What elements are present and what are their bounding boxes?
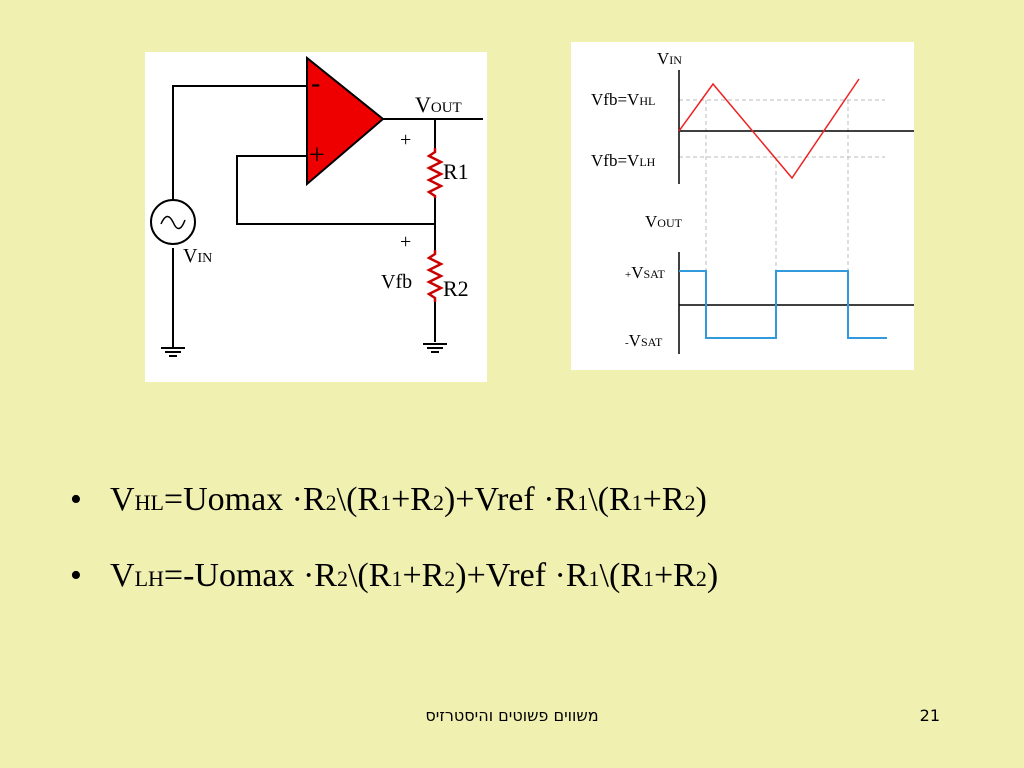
waveform-svg: VIN Vfb=VHL Vfb=VLH VOUT +VSAT -VSAT xyxy=(591,49,914,354)
equation-vhl-text: VHL=Uomax ·R2\(R1+R2)+Vref ·R1\(R1+R2) xyxy=(110,481,707,518)
equation-text: )+Vref ·R xyxy=(455,557,589,594)
bullet-dot: • xyxy=(70,557,82,594)
opamp-triangle xyxy=(306,55,385,187)
threshold-guides xyxy=(679,99,885,270)
equation-subscript: 1 xyxy=(588,566,600,591)
wire-vin-top xyxy=(172,85,307,200)
equation-text: +R xyxy=(642,481,685,518)
output-square-wave xyxy=(679,270,887,339)
footer-title: משווים פשוטים והיסטרזיס xyxy=(425,706,599,725)
equation-text: \(R xyxy=(599,557,643,594)
vhl-label: Vfb=VHL xyxy=(591,90,655,109)
equation-text: ) xyxy=(695,481,707,518)
equation-text: \(R xyxy=(588,481,632,518)
equation-vlh-text: VLH=-Uomax ·R2\(R1+R2)+Vref ·R1\(R1+R2) xyxy=(110,557,718,594)
equation-subscript: 1 xyxy=(631,490,643,515)
equation-text: +R xyxy=(391,481,433,518)
equation-subscript: 2 xyxy=(684,490,696,515)
equation-subscript: HL xyxy=(134,490,164,515)
r2-plus-label: + xyxy=(400,231,411,253)
equation-vlh: • VLH=-Uomax ·R2\(R1+R2)+Vref ·R1\(R1+R2… xyxy=(70,556,718,596)
r1-plus-label: + xyxy=(400,129,411,151)
ground-symbol-right xyxy=(423,343,447,353)
equation-text: +R xyxy=(654,557,696,594)
circuit-svg: - + VOUT + R1 + Vfb R2 VIN xyxy=(150,55,483,357)
equation-text: V xyxy=(110,481,135,518)
equation-text: \(R xyxy=(336,481,381,518)
vout-label: VOUT xyxy=(415,92,462,117)
wire-plus-feedback xyxy=(236,155,435,225)
waveform-diagram: VIN Vfb=VHL Vfb=VLH VOUT +VSAT -VSAT xyxy=(571,42,914,370)
opamp-minus-label: - xyxy=(311,68,320,99)
r2-label: R2 xyxy=(443,276,469,301)
vfb-label: Vfb xyxy=(381,271,412,293)
equation-subscript: 2 xyxy=(432,490,444,515)
equation-subscript: 1 xyxy=(380,490,392,515)
vin-label: VIN xyxy=(183,245,212,267)
equation-subscript: 2 xyxy=(444,566,456,591)
equation-subscript: LH xyxy=(134,566,164,591)
equation-subscript: 2 xyxy=(336,566,348,591)
equation-text: +R xyxy=(402,557,445,594)
input-triangle-wave xyxy=(678,78,860,180)
equation-text: =-Uomax ·R xyxy=(163,557,337,594)
wave-vin-label: VIN xyxy=(657,49,682,68)
equation-subscript: 1 xyxy=(391,566,403,591)
vlh-label: Vfb=VLH xyxy=(591,151,656,170)
circuit-diagram: - + VOUT + R1 + Vfb R2 VIN xyxy=(145,52,487,382)
equation-subscript: 2 xyxy=(325,490,337,515)
equation-vhl: • VHL=Uomax ·R2\(R1+R2)+Vref ·R1\(R1+R2) xyxy=(70,480,718,520)
opamp-plus-label: + xyxy=(309,140,325,171)
equation-text: =Uomax ·R xyxy=(163,481,326,518)
r1-label: R1 xyxy=(443,159,469,184)
equation-text: ) xyxy=(706,557,719,594)
wave-vout-label: VOUT xyxy=(645,212,683,231)
equation-subscript: 1 xyxy=(577,490,589,515)
ground-symbol-left xyxy=(161,346,185,357)
resistor-r2 xyxy=(426,250,444,302)
equation-subscript: 2 xyxy=(695,566,707,591)
sine-wave-icon xyxy=(160,215,186,230)
equation-text: V xyxy=(110,557,135,594)
resistor-r1 xyxy=(426,148,444,198)
bullet-dot: • xyxy=(70,481,82,518)
pos-vsat-label: +VSAT xyxy=(625,263,666,282)
equation-subscript: 1 xyxy=(643,566,654,591)
equation-text: \(R xyxy=(347,557,392,594)
neg-vsat-label: -VSAT xyxy=(625,331,663,350)
equation-list: • VHL=Uomax ·R2\(R1+R2)+Vref ·R1\(R1+R2)… xyxy=(70,480,718,632)
equation-text: )+Vref ·R xyxy=(443,481,578,518)
page-number: 21 xyxy=(919,706,940,725)
